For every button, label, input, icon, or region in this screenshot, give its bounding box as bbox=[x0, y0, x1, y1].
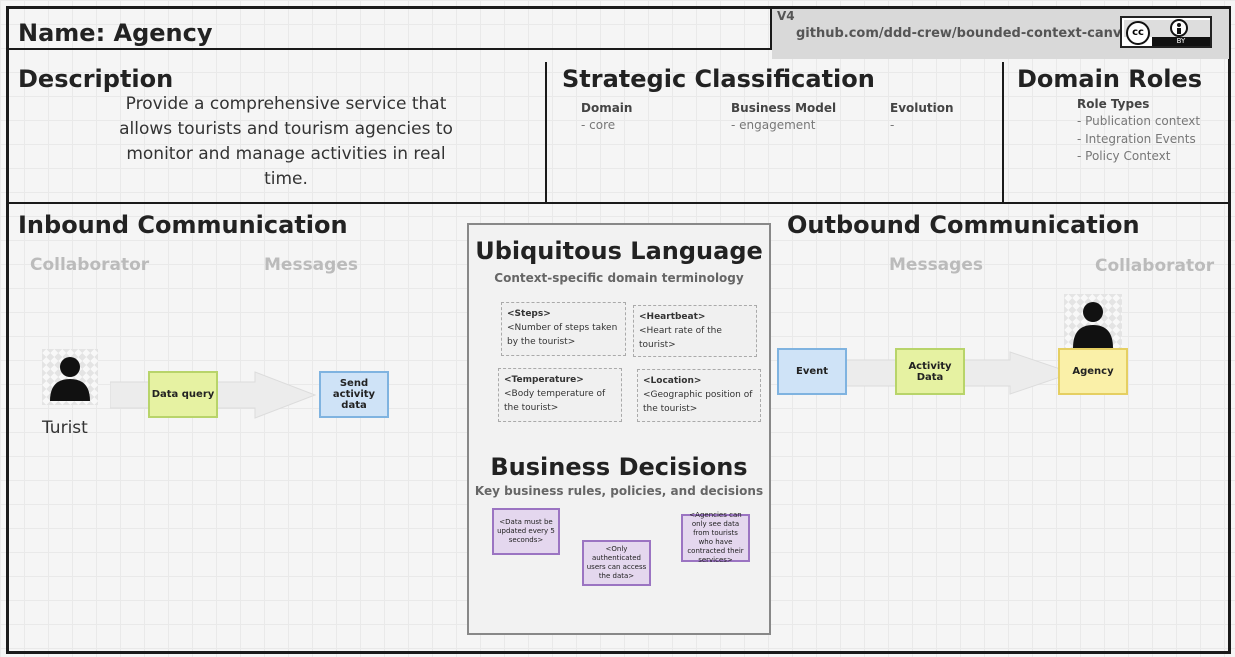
business-rule-sticky[interactable]: <Data must be updated every 5 seconds> bbox=[492, 508, 560, 555]
role-type-item: - Policy Context bbox=[1077, 149, 1171, 163]
role-type-item: - Publication context bbox=[1077, 114, 1201, 128]
agency-avatar bbox=[1064, 294, 1122, 350]
business-model-value: - engagement bbox=[731, 118, 816, 132]
event-sticky[interactable]: Event bbox=[777, 348, 847, 395]
description-divider bbox=[545, 62, 547, 204]
agency-sticky[interactable]: Agency bbox=[1058, 348, 1128, 395]
inbound-messages-label: Messages bbox=[264, 255, 358, 275]
term-description: <Number of steps taken by the tourist> bbox=[507, 323, 618, 347]
outbound-collaborator-label: Collaborator bbox=[1095, 256, 1215, 276]
creative-commons-icon: cc bbox=[1126, 21, 1150, 45]
activity-data-sticky[interactable]: Activity Data bbox=[895, 348, 965, 395]
version-label: V4 bbox=[777, 9, 795, 23]
term-card[interactable]: <Temperature> <Body temperature of the t… bbox=[498, 368, 622, 422]
term-card[interactable]: <Heartbeat> <Heart rate of the tourist> bbox=[633, 305, 757, 357]
inbound-collaborator-label: Collaborator bbox=[30, 255, 150, 275]
business-rule-sticky[interactable]: <Agencies can only see data from tourist… bbox=[681, 511, 750, 564]
term-description: <Body temperature of the tourist> bbox=[504, 389, 606, 413]
cc-license-badge: cc BY bbox=[1120, 16, 1212, 48]
domain-roles-heading: Domain Roles bbox=[1017, 65, 1203, 93]
business-rule-sticky[interactable]: <Only authenticated users can access the… bbox=[582, 540, 651, 586]
description-text: Provide a comprehensive service that all… bbox=[119, 94, 453, 189]
repo-link[interactable]: github.com/ddd-crew/bounded-context-canv… bbox=[796, 26, 1138, 41]
domain-label: Domain bbox=[581, 101, 633, 115]
role-type-item: - Integration Events bbox=[1077, 132, 1196, 146]
term-description: <Geographic position of the tourist> bbox=[643, 390, 753, 414]
outbound-messages-label: Messages bbox=[889, 255, 983, 275]
evolution-label: Evolution bbox=[890, 101, 954, 115]
ubiquitous-heading: Ubiquitous Language bbox=[475, 237, 763, 265]
term-name: <Location> bbox=[643, 376, 702, 386]
turist-avatar bbox=[42, 349, 98, 405]
data-query-sticky[interactable]: Data query bbox=[148, 371, 218, 418]
attribution-person-icon bbox=[1170, 19, 1188, 37]
ubiquitous-subheading: Context-specific domain terminology bbox=[494, 271, 744, 285]
business-decisions-subheading: Key business rules, policies, and decisi… bbox=[474, 484, 764, 498]
term-name: <Heartbeat> bbox=[639, 312, 706, 322]
term-card[interactable]: <Location> <Geographic position of the t… bbox=[637, 369, 761, 422]
term-name: <Temperature> bbox=[504, 375, 584, 385]
term-name: <Steps> bbox=[507, 309, 551, 319]
role-types-label: Role Types bbox=[1077, 97, 1150, 111]
outbound-heading: Outbound Communication bbox=[787, 211, 1140, 239]
domain-value: - core bbox=[581, 118, 616, 132]
strategic-divider bbox=[1002, 62, 1004, 204]
turist-label: Turist bbox=[42, 418, 88, 438]
term-description: <Heart rate of the tourist> bbox=[639, 326, 722, 350]
canvas-frame bbox=[6, 6, 1231, 654]
business-decisions-heading: Business Decisions bbox=[490, 453, 748, 481]
evolution-value: - bbox=[890, 118, 895, 132]
header-divider bbox=[6, 48, 772, 50]
by-label: BY bbox=[1152, 37, 1210, 46]
inbound-heading: Inbound Communication bbox=[18, 211, 348, 239]
term-card[interactable]: <Steps> <Number of steps taken by the to… bbox=[501, 302, 626, 356]
business-model-label: Business Model bbox=[731, 101, 837, 115]
person-icon bbox=[1073, 302, 1113, 348]
header-vertical-divider bbox=[770, 6, 772, 50]
context-name-title: Name: Agency bbox=[18, 19, 213, 47]
section-divider bbox=[6, 202, 1231, 204]
send-activity-data-sticky[interactable]: Send activity data bbox=[319, 371, 389, 418]
description-heading: Description bbox=[18, 65, 174, 93]
strategic-heading: Strategic Classification bbox=[562, 65, 875, 93]
person-icon bbox=[50, 357, 90, 401]
